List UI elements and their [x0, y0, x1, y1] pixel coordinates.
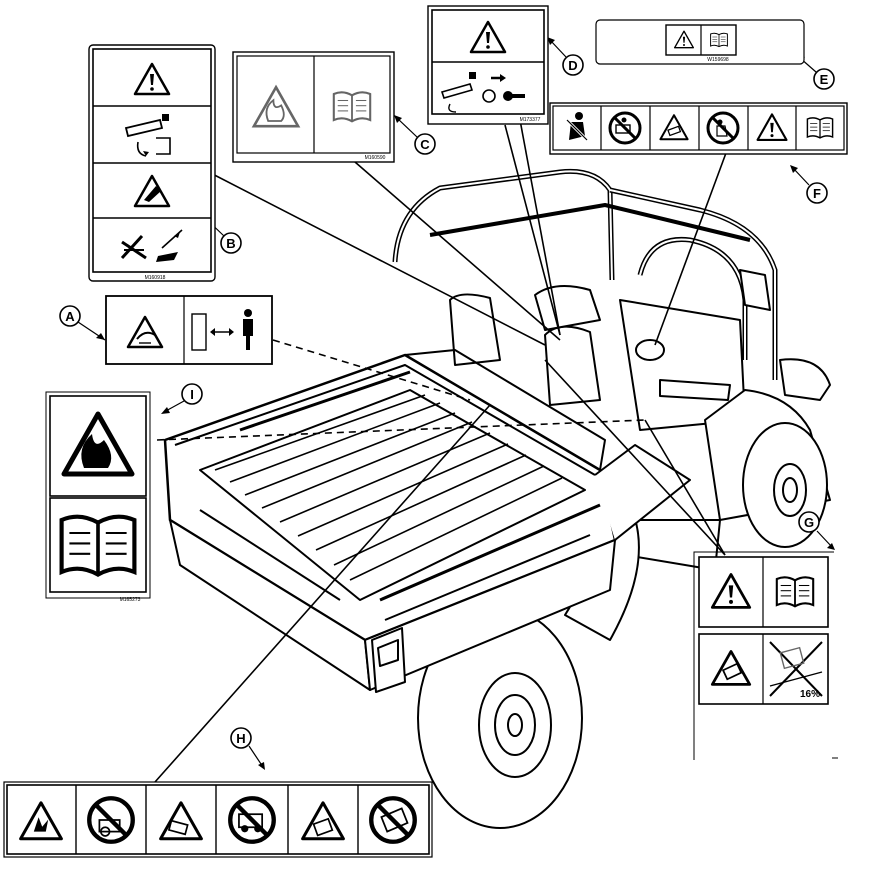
decal-d: M173377	[427, 5, 549, 125]
callout-f: F	[790, 165, 828, 204]
svg-text:A: A	[65, 309, 75, 324]
no-steep-slope-icon: 16%	[769, 641, 823, 700]
callout-a: A	[59, 305, 106, 341]
callout-b: B	[200, 212, 242, 254]
no-passengers-icon	[706, 111, 740, 145]
callout-i: I	[161, 383, 203, 414]
tip-over-warning-icon	[659, 114, 689, 141]
decal-e: W159698	[595, 19, 805, 65]
decal-code-b: M160918	[145, 275, 166, 281]
svg-text:B: B	[226, 236, 235, 251]
no-step-on-tailgate-icon	[120, 229, 183, 262]
callout-g: G	[798, 511, 835, 550]
callout-d: D	[547, 37, 584, 76]
svg-text:G: G	[804, 515, 814, 530]
svg-text:D: D	[568, 58, 577, 73]
callout-h: H	[230, 727, 265, 770]
no-tow-overload-icon	[230, 798, 274, 842]
decal-code-e: W159698	[707, 57, 729, 63]
hot-surface-icon	[126, 315, 164, 349]
slope-grade-label: 16%	[800, 689, 820, 700]
svg-text:C: C	[420, 137, 430, 152]
decal-code-i: M165273	[120, 597, 141, 603]
tip-over-warning-icon	[710, 650, 752, 686]
decal-a	[105, 295, 273, 365]
svg-text:E: E	[820, 72, 829, 87]
svg-text:F: F	[813, 186, 821, 201]
utility-vehicle-illustration	[163, 168, 831, 829]
callout-c: C	[394, 115, 436, 155]
fire-hazard-icon	[251, 84, 301, 128]
no-flame-near-fuel-icon	[89, 798, 133, 842]
pinch-point-icon	[133, 174, 171, 208]
decal-h	[3, 781, 433, 858]
rollover-hazard-icon	[159, 801, 203, 841]
no-riding-in-bed-icon	[608, 111, 642, 145]
decal-b: M160918	[88, 44, 216, 282]
callout-labels: A B C D E F	[59, 37, 835, 770]
decal-i: M165273	[45, 391, 151, 603]
keep-distance-icon	[210, 309, 253, 350]
decal-g: 16%	[693, 551, 838, 760]
no-hand-in-bed-icon	[371, 798, 415, 842]
decal-c: M160590	[232, 51, 395, 163]
key-removal-icon	[440, 72, 525, 113]
leader-lines	[154, 119, 727, 783]
svg-text:H: H	[236, 731, 245, 746]
key-removal-icon	[124, 114, 171, 157]
seatbelt-icon	[565, 112, 589, 142]
decal-f	[549, 102, 848, 155]
cargo-shift-hazard-icon	[301, 801, 345, 841]
decal-code-d: M173377	[520, 117, 541, 123]
svg-text:I: I	[190, 387, 194, 402]
decal-code-c: M160590	[365, 155, 386, 161]
fire-hazard-icon	[64, 414, 132, 474]
